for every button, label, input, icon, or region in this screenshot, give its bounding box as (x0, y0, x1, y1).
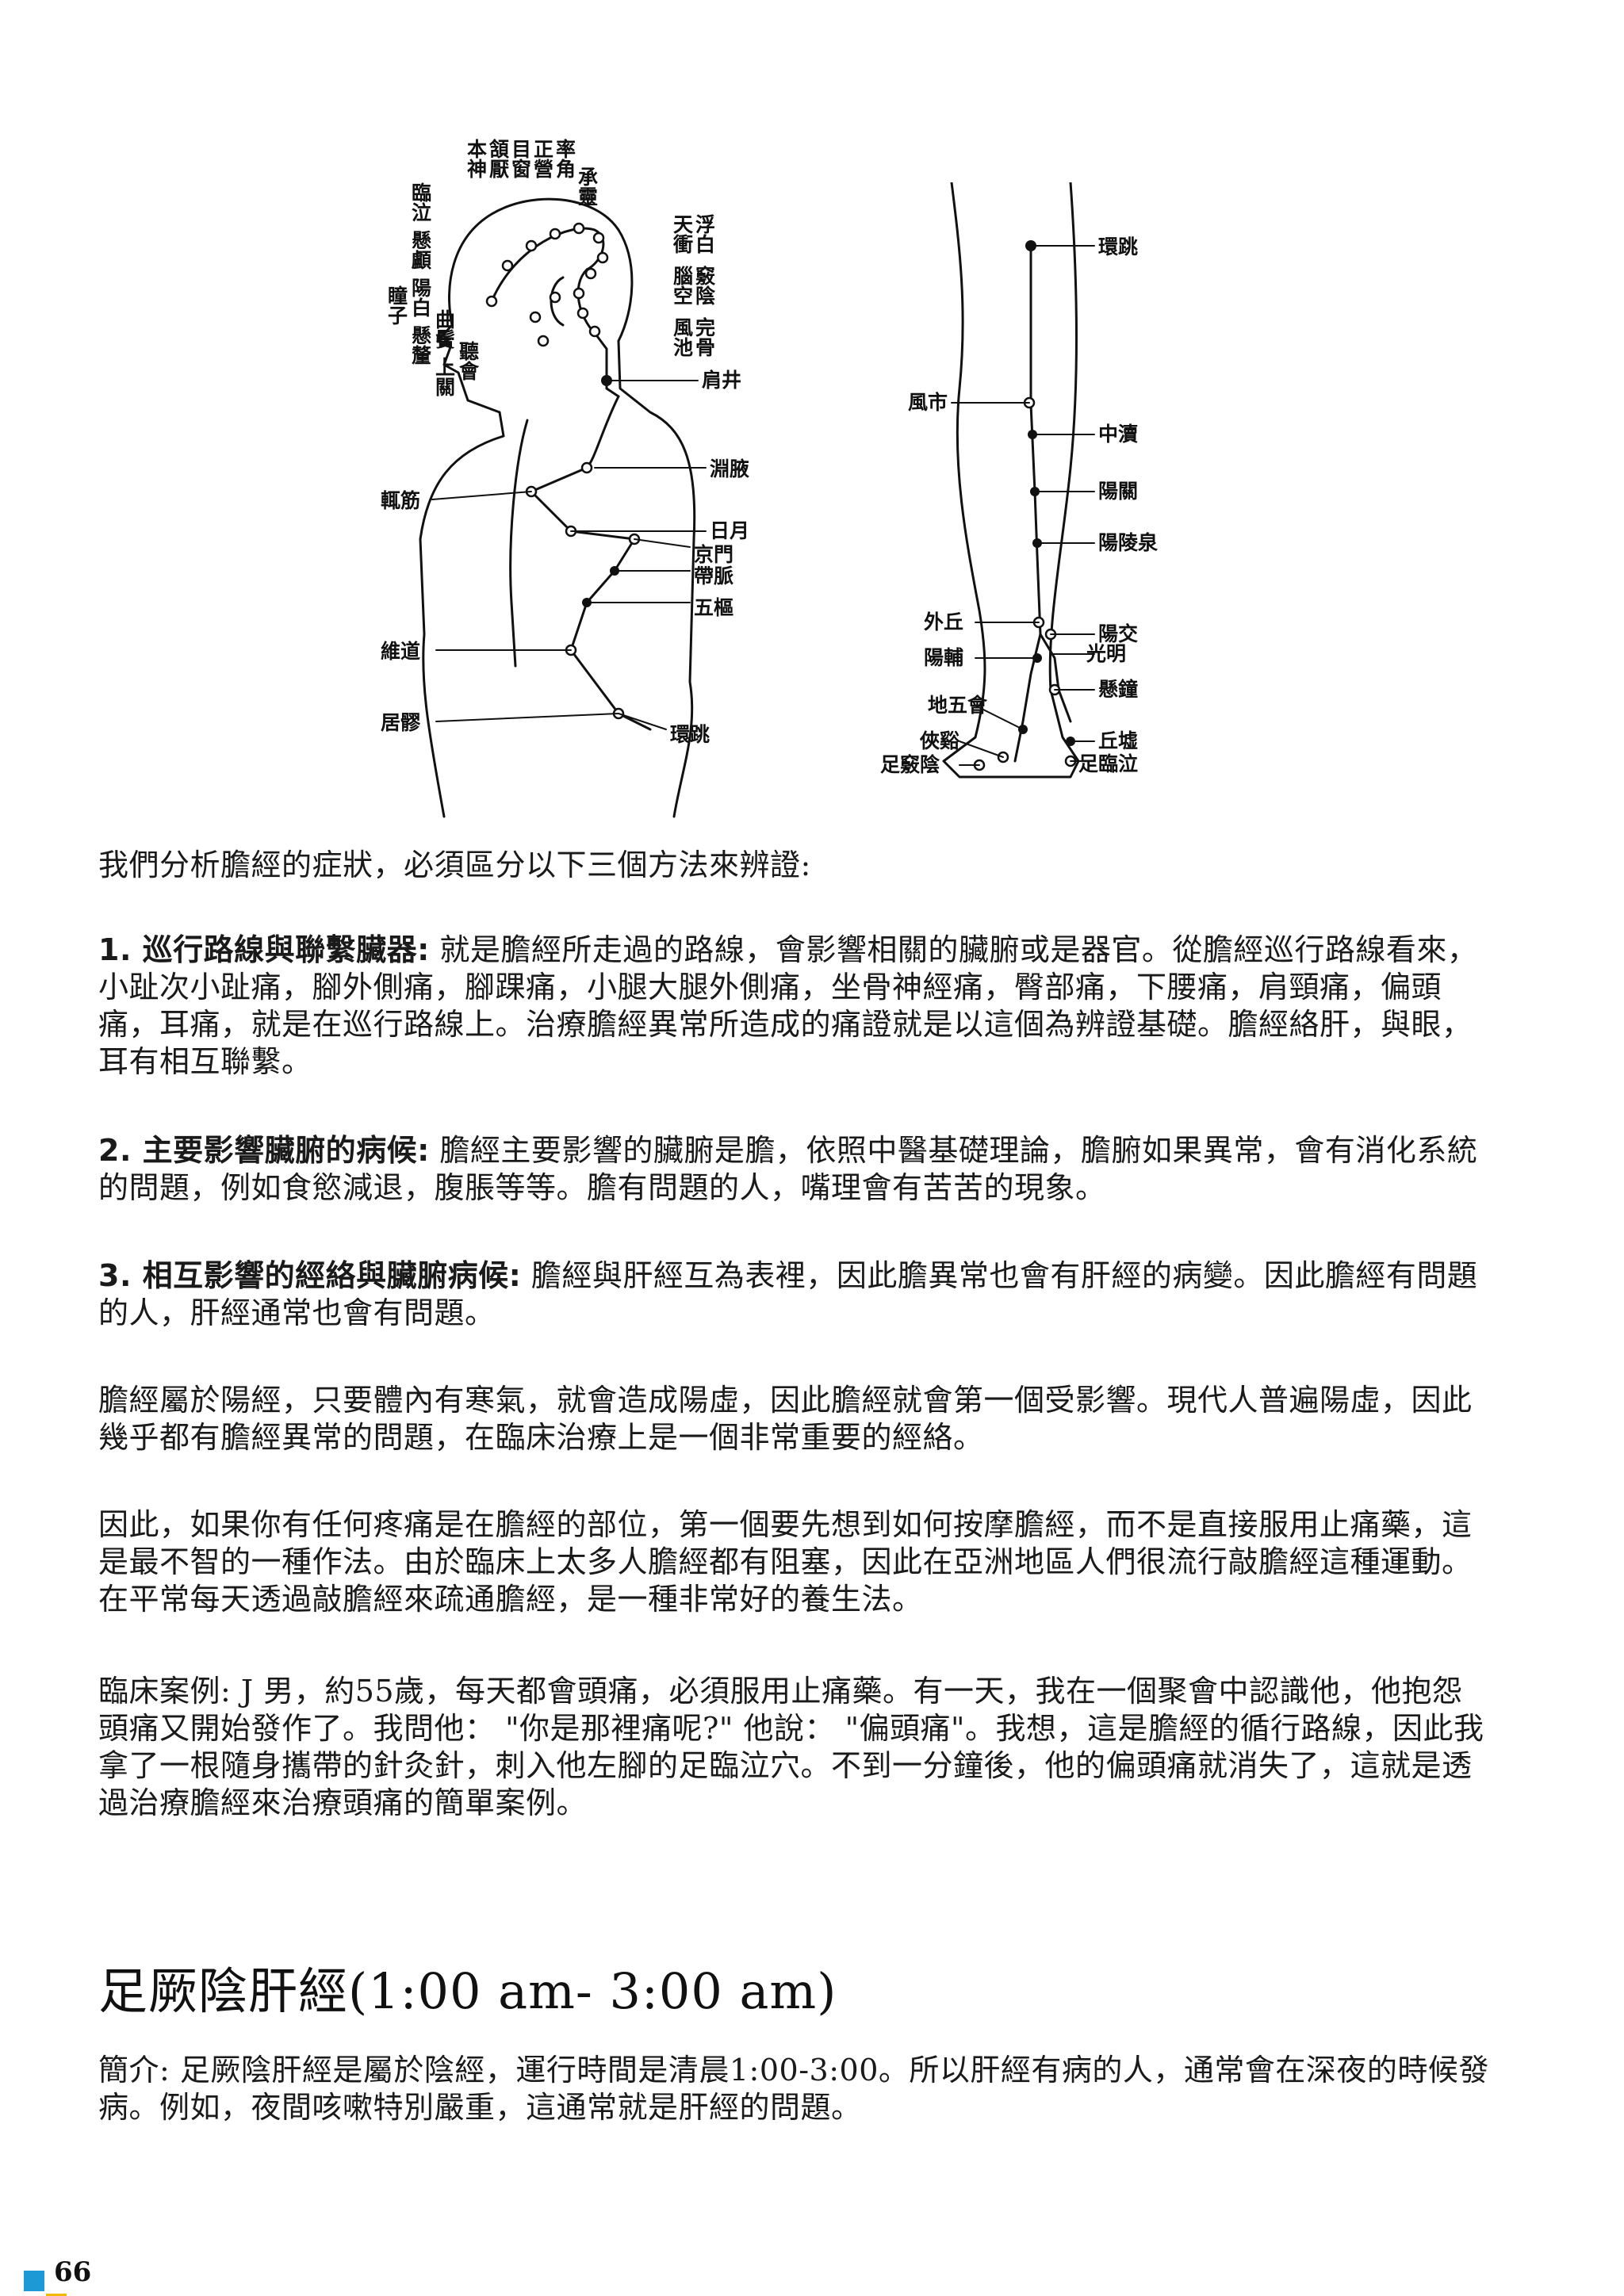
clinical-case-paragraph: 臨床案例: J 男，約55歲，每天都會頭痛，必須服用止痛藥。有一天，我在一個聚會… (98, 1674, 1484, 1820)
section-title: 足厥陰肝經(1:00 am- 3:00 am) (98, 1962, 837, 2020)
label-muchuang: 目窗 (509, 139, 532, 178)
label-hanyan: 頷厭 (487, 138, 510, 179)
label-qiuxu: 丘墟 (1098, 729, 1138, 752)
label-zuqiaoyin: 足竅陰 (880, 753, 940, 776)
method-1-paragraph: 1. 巡行路線與聯繫臟器: 就是膽經所走過的路線，會影響相關的臟腑或是器官。從膽… (98, 932, 1489, 1081)
lead-paragraph: 我們分析膽經的症狀，必須區分以下三個方法來辨證: (98, 848, 811, 882)
label-fengchi: 風池 (671, 317, 694, 357)
label-qiaoyin: 竅陰 (693, 265, 716, 306)
liver-meridian-intro: 簡介: 足厥陰肝經是屬於陰經，運行時間是清晨1:00-3:00。所以肝經有病的人… (98, 2053, 1489, 2125)
label-guangming: 光明 (1086, 642, 1126, 665)
label-huantiao-leg: 環跳 (1098, 235, 1138, 258)
label-chengling: 承靈 (576, 166, 599, 206)
label-yuanye: 淵腋 (710, 457, 749, 480)
label-fubai: 浮白 (693, 214, 716, 254)
label-shuaigu: 率角 (553, 138, 576, 179)
label-yangfu: 陽輔 (924, 646, 963, 669)
label-qubin: 曲鬢 (433, 309, 456, 349)
label-wangu: 完骨 (693, 316, 716, 358)
page-marker-yellow-square (46, 2294, 67, 2296)
label-tongzi: 瞳子 (385, 285, 408, 325)
leg-diagram: 環跳 中瀆 陽關 陽陵泉 陽交 光明 懸鐘 丘墟 足臨泣 風市 外丘 陽輔 地五… (880, 182, 1158, 779)
label-juliao: 居髎 (381, 711, 421, 734)
method-2-body: 膽經主要影響的臟腑是膽，依照中醫基礎理論，膽腑如果異常，會有消化系統的問題，例如… (98, 1133, 1478, 1205)
label-riyue: 日月 (710, 519, 749, 542)
label-zulinqi: 足臨泣 (1078, 752, 1138, 775)
label-zhejin: 輒筋 (381, 489, 420, 512)
label-zhongdu: 中瀆 (1098, 423, 1138, 446)
label-benshen: 本神 (465, 139, 488, 178)
gallbladder-meridian-head-torso-figure: 本神 頷厭 目窗 正營 承靈 率角 臨泣 懸顱 陽白 懸釐 瞳子 曲鬢 上關 聽… (333, 127, 777, 825)
label-diwuhui: 地五會 (928, 694, 988, 717)
method-3-paragraph: 3. 相互影響的經絡與臟腑病候: 膽經與肝經互為表裡，因此膽異常也會有肝經的病變… (98, 1257, 1489, 1332)
method-3-heading: 3. 相互影響的經絡與臟腑病候: (98, 1258, 522, 1293)
label-xuanlu: 懸顱 (409, 230, 433, 270)
label-tinghui: 聽會 (457, 341, 480, 381)
head-torso-diagram: 本神 頷厭 目窗 正營 承靈 率角 臨泣 懸顱 陽白 懸釐 瞳子 曲鬢 上關 聽… (381, 138, 749, 818)
label-xiaxi: 俠谿 (919, 729, 960, 752)
label-jingmen: 京門 (694, 543, 733, 566)
method-2-heading: 2. 主要影響臟腑的病候: (98, 1133, 430, 1168)
label-naokong: 腦空 (671, 265, 694, 305)
label-waiqiu: 外丘 (924, 610, 963, 633)
label-huantiao-left: 環跳 (670, 723, 710, 746)
page-marker-blue-square (24, 2271, 44, 2291)
gallbladder-meridian-leg-figure: 環跳 中瀆 陽關 陽陵泉 陽交 光明 懸鐘 丘墟 足臨泣 風市 外丘 陽輔 地五… (833, 182, 1245, 793)
label-xuanli: 懸釐 (409, 325, 432, 365)
method-3-body: 膽經與肝經互為表裡，因此膽異常也會有肝經的病變。因此膽經有問題的人，肝經通常也會… (98, 1258, 1478, 1330)
label-xuanzhong: 懸鐘 (1098, 678, 1138, 701)
massage-paragraph: 因此，如果你有任何疼痛是在膽經的部位，第一個要先想到如何按摩膽經，而不是直接服用… (98, 1507, 1473, 1617)
label-linqi-head: 臨泣 (409, 182, 432, 222)
method-1-heading: 1. 巡行路線與聯繫臟器: (98, 932, 430, 967)
label-fengshi: 風市 (908, 391, 948, 414)
label-shangguan: 上關 (433, 357, 456, 396)
label-yangguan: 陽關 (1098, 480, 1138, 503)
page-number: 66 (54, 2256, 92, 2288)
label-daimai: 帶脈 (694, 564, 733, 587)
label-weidao: 維道 (381, 640, 420, 663)
label-yanglingquan: 陽陵泉 (1098, 531, 1158, 554)
method-2-paragraph: 2. 主要影響臟腑的病候: 膽經主要影響的臟腑是膽，依照中醫基礎理論，膽腑如果異… (98, 1132, 1489, 1207)
yang-meridian-paragraph: 膽經屬於陽經，只要體內有寒氣，就會造成陽虛，因此膽經就會第一個受影響。現代人普遍… (98, 1383, 1473, 1455)
label-wushu: 五樞 (694, 596, 733, 619)
label-yangbai: 陽白 (409, 277, 432, 318)
label-jianjing: 肩井 (702, 369, 741, 392)
method-1-body: 就是膽經所走過的路線，會影響相關的臟腑或是器官。從膽經巡行路線看來，小趾次小趾痛… (98, 932, 1478, 1079)
label-zhengying: 正營 (531, 139, 554, 179)
label-yangjiao: 陽交 (1098, 622, 1138, 645)
label-tianchong: 天衝 (671, 214, 695, 254)
